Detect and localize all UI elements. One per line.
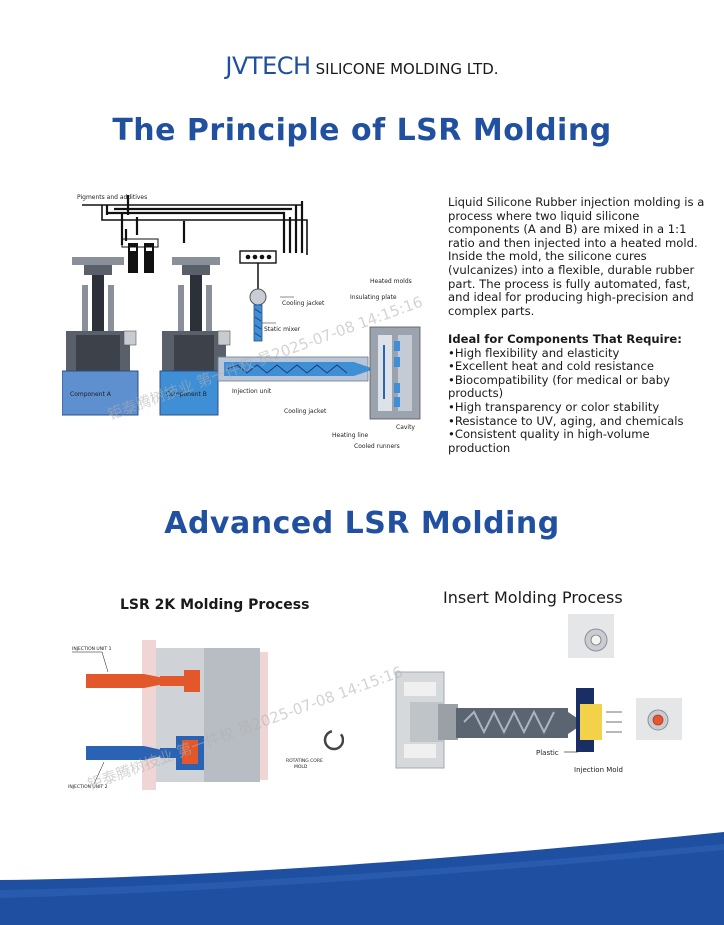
- label-unit-1: INJECTION UNIT 1: [72, 646, 112, 652]
- advanced-title: Advanced LSR Molding: [164, 506, 560, 541]
- principle-title: The Principle of LSR Molding: [112, 113, 612, 148]
- label-heated-molds: Heated molds: [370, 278, 412, 285]
- brand-rest: SILICONE MOLDING LTD.: [315, 60, 499, 78]
- lsr-2k-diagram: INJECTION UNIT 1 INJECTION UNIT 2 ROTATI…: [68, 640, 344, 790]
- label-unit-2: INJECTION UNIT 2: [68, 784, 108, 790]
- lsr-description: Liquid Silicone Rubber injection molding…: [448, 195, 705, 318]
- ideal-item: •High transparency or color stability: [448, 399, 660, 414]
- ideal-list: Ideal for Components That Require: •High…: [448, 332, 710, 455]
- label-cooling-jacket-top: Cooling jacket: [282, 300, 325, 307]
- label-insulating-plate: Insulating plate: [350, 294, 397, 301]
- label-cavity: Cavity: [396, 424, 415, 431]
- label-static-mixer: Static mixer: [264, 326, 301, 333]
- insert-molding-diagram: Plastic Injection Mold: [395, 614, 682, 774]
- label-pigments: Pigments and additives: [77, 194, 147, 201]
- label-component-a: Component A: [70, 391, 112, 398]
- lsr-machine-diagram: Pigments and additives Component A Compo…: [62, 194, 421, 450]
- ideal-item: •Excellent heat and cold resistance: [448, 359, 654, 374]
- label-rotating-2: MOLD: [294, 764, 308, 770]
- footer-wave: [0, 832, 724, 925]
- ideal-item: •Biocompatibility (for medical or baby p…: [448, 372, 670, 401]
- ideal-item: •Resistance to UV, aging, and chemicals: [448, 413, 684, 428]
- brand-main: JVTECH: [225, 52, 311, 80]
- label-injection-mold: Injection Mold: [574, 766, 623, 774]
- label-injection-unit: Injection unit: [232, 388, 272, 395]
- label-cooled-runners: Cooled runners: [354, 443, 400, 450]
- ideal-heading: Ideal for Components That Require:: [448, 332, 682, 346]
- label-component-b: Component B: [166, 391, 207, 398]
- insert-molding-title: Insert Molding Process: [443, 588, 623, 607]
- label-cooling-jacket-bottom: Cooling jacket: [284, 408, 327, 415]
- label-heating-line: Heating line: [332, 432, 369, 439]
- ideal-item: •High flexibility and elasticity: [448, 345, 620, 360]
- label-rotating-1: ROTATING CORE: [286, 758, 323, 764]
- company-logo: JVTECH SILICONE MOLDING LTD.: [0, 52, 724, 80]
- label-plastic: Plastic: [536, 749, 559, 757]
- lsr-2k-title: LSR 2K Molding Process: [120, 597, 310, 613]
- ideal-item: •Consistent quality in high-volume produ…: [448, 427, 650, 455]
